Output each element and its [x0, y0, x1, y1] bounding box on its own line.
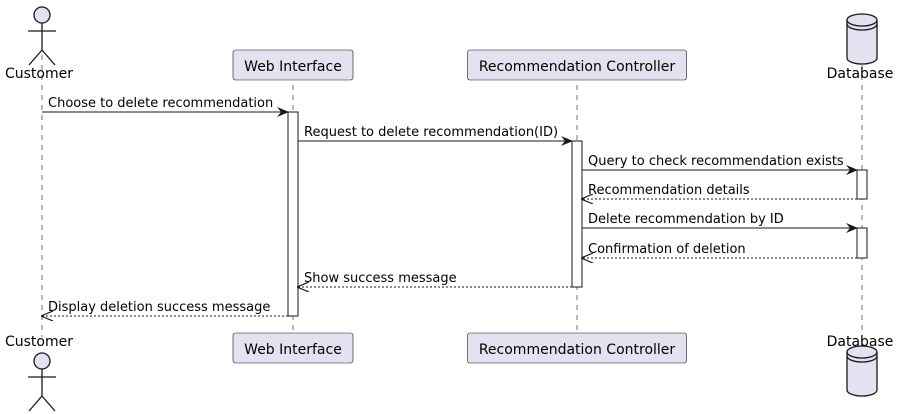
participant-label: Web Interface — [244, 59, 342, 75]
message-5: Delete recommendation by ID — [582, 212, 858, 233]
database-label: Database — [827, 66, 894, 82]
database-icon-rim — [846, 19, 878, 27]
actor-leg-right — [41, 395, 56, 412]
participant-controller-top: Recommendation Controller — [467, 49, 687, 81]
actor-label: Customer — [5, 66, 73, 82]
actor-icon — [33, 6, 51, 24]
message-6: Confirmation of deletion — [582, 242, 857, 258]
activation-bar-db — [856, 227, 868, 259]
message-label: Confirmation of deletion — [588, 242, 746, 257]
database-label: Database — [827, 334, 894, 350]
participant-box — [467, 49, 687, 81]
message-label: Request to delete recommendation(ID) — [304, 125, 558, 140]
activation-bar-web — [287, 111, 299, 317]
message-label: Delete recommendation by ID — [588, 212, 784, 227]
message-label: Recommendation details — [588, 183, 750, 198]
participant-controller-bottom: Recommendation Controller — [467, 332, 687, 364]
database-icon — [846, 13, 878, 65]
participant-customer-bottom: Customer — [5, 334, 73, 412]
database-icon — [846, 345, 878, 397]
participant-headers-top: Customer Web Interface Recommendation Cont… — [5, 6, 894, 82]
message-3: Query to check recommendation exists — [582, 154, 858, 175]
actor-leg-right — [41, 49, 56, 66]
actor-leg-left — [28, 395, 43, 412]
actor-label: Customer — [5, 334, 73, 350]
participant-db-top: Database — [827, 13, 894, 82]
activation-bar-db — [856, 169, 868, 200]
activation-bar-controller — [571, 140, 583, 288]
message-1: Choose to delete recommendation — [42, 96, 289, 117]
message-7: Show success message — [298, 271, 572, 287]
actor-icon — [33, 352, 51, 370]
participant-label: Web Interface — [244, 342, 342, 358]
participant-label: Recommendation Controller — [479, 59, 676, 75]
message-4: Recommendation details — [582, 183, 857, 199]
participant-web-bottom: Web Interface — [232, 332, 354, 364]
participant-box — [232, 332, 354, 364]
activation-bars — [287, 111, 868, 317]
database-icon-rim-2 — [846, 23, 878, 31]
message-label: Display deletion success message — [48, 300, 270, 315]
message-label: Choose to delete recommendation — [48, 96, 273, 111]
participant-label: Recommendation Controller — [479, 342, 676, 358]
participant-box — [232, 49, 354, 81]
actor-leg-left — [28, 49, 43, 66]
database-icon-rim — [846, 351, 878, 359]
message-label: Show success message — [304, 271, 457, 286]
participant-web-top: Web Interface — [232, 49, 354, 81]
message-8: Display deletion success message — [42, 300, 288, 316]
database-icon-rim-2 — [846, 355, 878, 363]
participant-customer-top: Customer — [5, 6, 73, 82]
participant-db-bottom: Database — [827, 334, 894, 397]
message-label: Query to check recommendation exists — [588, 154, 844, 169]
message-2: Request to delete recommendation(ID) — [298, 125, 573, 146]
participant-box — [467, 332, 687, 364]
